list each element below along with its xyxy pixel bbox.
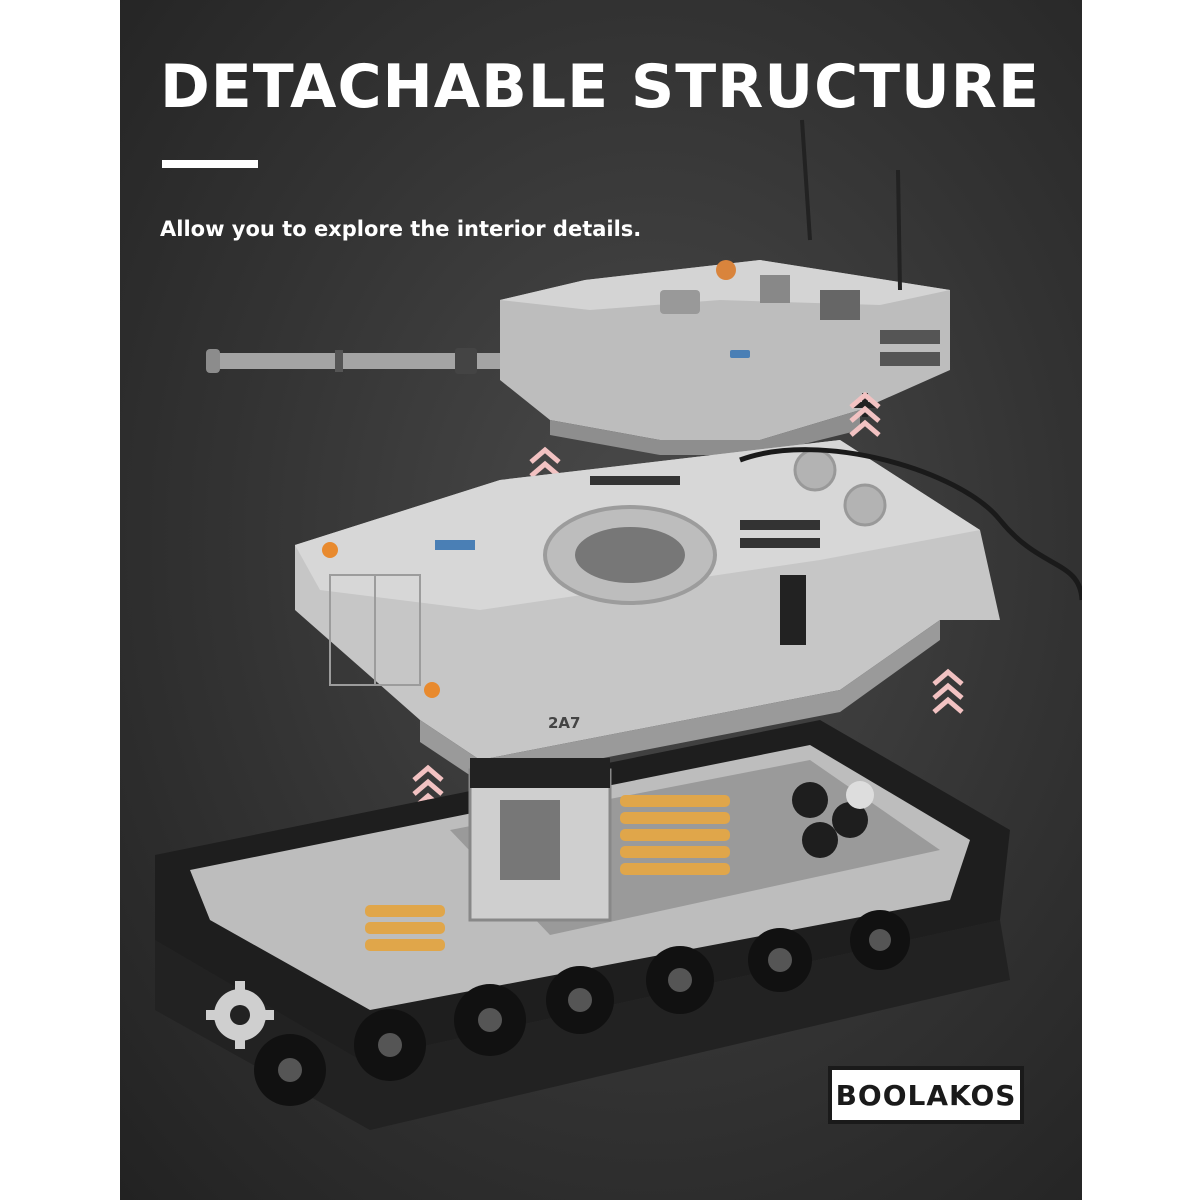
- lift-arrow-icon: [932, 668, 964, 714]
- sprocket-gear-icon: [206, 981, 274, 1049]
- hull-marking: 2A7: [548, 714, 580, 732]
- tank-exploded-illustration: 2A7: [155, 119, 1082, 1130]
- divider: [162, 160, 258, 168]
- subheading: Allow you to explore the interior detail…: [160, 217, 642, 241]
- brand-badge: BOOLAKOS: [828, 1066, 1024, 1124]
- shell-rack: [365, 905, 445, 951]
- upper-hull: 2A7: [295, 440, 1082, 782]
- lift-arrow-icon: [849, 391, 881, 437]
- headline: DETACHABLE STRUCTURE: [160, 52, 1040, 122]
- shell-rack: [620, 795, 730, 875]
- product-image-panel: 2A7: [120, 0, 1082, 1200]
- turret: [206, 119, 950, 455]
- iron-cross-icon: [853, 393, 877, 417]
- gun-barrel: [210, 353, 510, 369]
- chassis: [155, 720, 1010, 1130]
- road-wheels: [254, 910, 910, 1106]
